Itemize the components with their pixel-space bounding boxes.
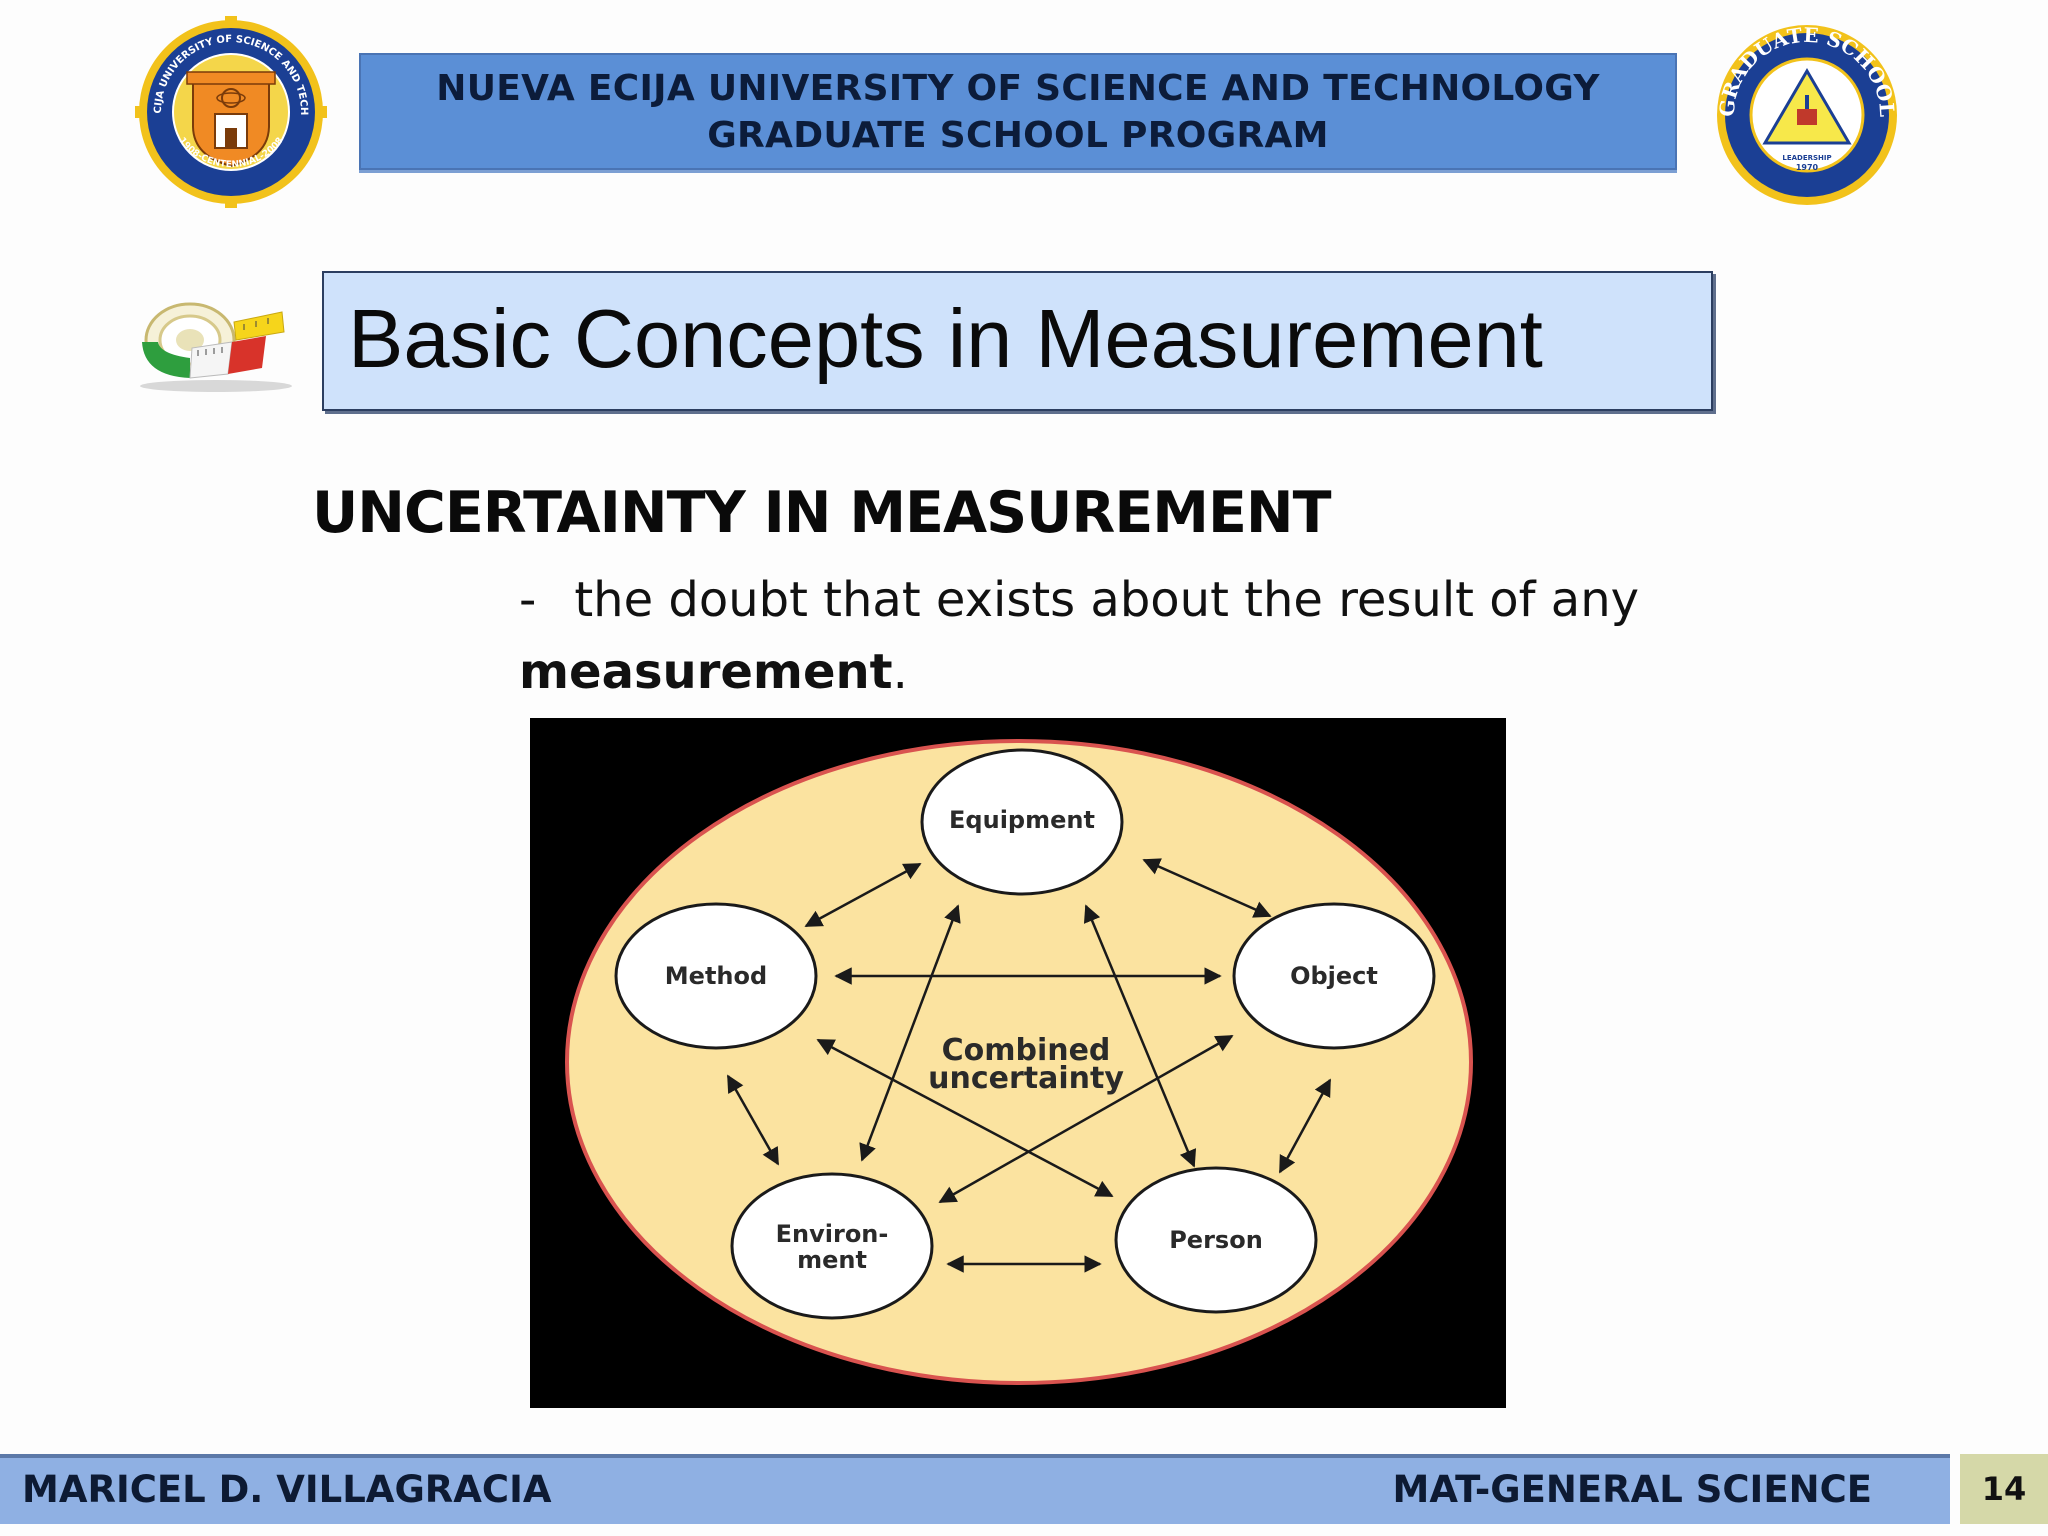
graduate-school-seal-logo: GRADUATE SCHOOL LEADERSHIP 1970 — [1715, 23, 1899, 205]
tape-measure-image — [140, 302, 292, 392]
node-environment — [730, 1172, 934, 1320]
svg-text:LEADERSHIP: LEADERSHIP — [1782, 154, 1831, 162]
arrow-equipment-object — [1142, 858, 1272, 918]
page-number-box: 14 — [1960, 1454, 2048, 1524]
section-heading: UNCERTAINTY IN MEASUREMENT — [312, 480, 1332, 546]
node-method — [614, 902, 818, 1050]
arrow-equipment-method — [804, 862, 922, 928]
footer-bar: MARICEL D. VILLAGRACIA MAT-GENERAL SCIEN… — [0, 1454, 1950, 1524]
footer-course: MAT-GENERAL SCIENCE — [1392, 1468, 1872, 1511]
node-person — [1114, 1166, 1318, 1314]
definition-bold-word: measurement — [519, 644, 893, 700]
svg-text:1970: 1970 — [1796, 163, 1819, 172]
arrow-object-environment — [938, 1034, 1234, 1204]
node-method-label: Method — [665, 962, 767, 990]
center-label-line-2: uncertainty — [928, 1061, 1124, 1096]
slide-title: Basic Concepts in Measurement — [348, 292, 1543, 385]
node-environment-label-2: ment — [797, 1246, 867, 1274]
bullet-dash: - — [519, 572, 537, 628]
header-line-2: GRADUATE SCHOOL PROGRAM — [707, 114, 1329, 156]
node-equipment — [920, 748, 1124, 896]
uncertainty-diagram: Combined uncertainty Equipment Method Ob… — [530, 718, 1506, 1408]
node-object-label: Object — [1290, 962, 1378, 990]
footer-author: MARICEL D. VILLAGRACIA — [22, 1468, 552, 1511]
header-banner: NUEVA ECIJA UNIVERSITY OF SCIENCE AND TE… — [359, 53, 1677, 170]
node-equipment-label: Equipment — [949, 806, 1095, 834]
node-object — [1232, 902, 1436, 1050]
slide-title-box: Basic Concepts in Measurement — [322, 271, 1713, 411]
definition-text: -the doubt that exists about the result … — [519, 572, 1639, 628]
node-person-label: Person — [1169, 1226, 1263, 1254]
arrow-method-environment — [726, 1074, 780, 1166]
header-line-1: NUEVA ECIJA UNIVERSITY OF SCIENCE AND TE… — [436, 67, 1600, 109]
page-number: 14 — [1981, 1470, 2027, 1508]
center-label-line-1: Combined — [942, 1033, 1111, 1068]
node-environment-label-1: Environ- — [776, 1220, 889, 1248]
definition-period: . — [892, 644, 908, 700]
definition-line: the doubt that exists about the result o… — [574, 572, 1640, 628]
university-seal-logo: NUEVA ECIJA UNIVERSITY OF SCIENCE AND TE… — [135, 16, 327, 208]
arrow-object-person — [1278, 1078, 1332, 1174]
definition-continuation: measurement. — [519, 644, 908, 700]
